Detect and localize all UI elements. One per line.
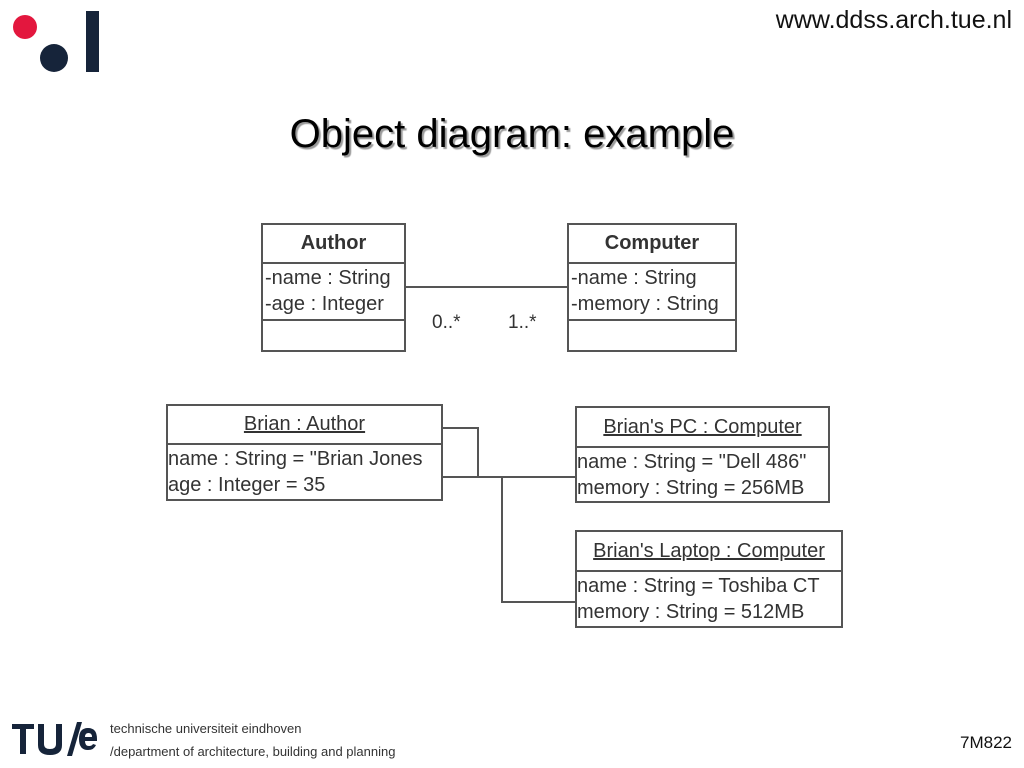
object-brians-pc-name: Brian's PC : Computer: [577, 408, 828, 448]
site-url[interactable]: www.ddss.arch.tue.nl: [775, 6, 1012, 34]
university-name: technische universiteit eindhoven: [110, 721, 302, 736]
attribute: -name : String: [265, 267, 391, 289]
object-brian: Brian : Author name : String = "Brian Jo…: [166, 404, 443, 501]
class-author-name: Author: [263, 225, 404, 264]
logo-navy-bar: [86, 11, 99, 72]
attribute: memory : String = 512MB: [577, 601, 805, 623]
class-computer: Computer -name : String -memory : String: [567, 223, 737, 352]
class-computer-name: Computer: [569, 225, 735, 264]
object-brians-pc: Brian's PC : Computer name : String = "D…: [575, 406, 830, 503]
department-name: /department of architecture, building an…: [110, 744, 396, 759]
attribute: -memory : String: [571, 293, 719, 315]
object-brians-laptop: Brian's Laptop : Computer name : String …: [575, 530, 843, 628]
object-brian-name: Brian : Author: [168, 406, 441, 445]
object-brians-pc-attributes: name : String = "Dell 486" memory : Stri…: [577, 448, 828, 502]
link-brian-laptop: [441, 476, 575, 603]
attribute: -age : Integer: [265, 293, 384, 315]
slide-code: 7M822: [960, 733, 1012, 752]
attribute: age : Integer = 35: [168, 474, 326, 496]
class-author-attributes: -name : String -age : Integer: [263, 264, 404, 321]
link-brian-pc: [441, 427, 575, 478]
logo-red-dot: [13, 15, 37, 39]
object-brian-attributes: name : String = "Brian Jones age : Integ…: [168, 445, 441, 499]
class-computer-attributes: -name : String -memory : String: [569, 264, 735, 321]
attribute: memory : String = 256MB: [577, 477, 805, 499]
object-brians-laptop-attributes: name : String = Toshiba CT memory : Stri…: [577, 572, 841, 626]
attribute: name : String = "Brian Jones: [168, 448, 423, 470]
attribute: -name : String: [571, 267, 697, 289]
tue-wordmark-logo: [12, 722, 97, 756]
multiplicity-computer: 1..*: [508, 312, 537, 333]
slide-title: Object diagram: example: [289, 112, 735, 156]
attribute: name : String = Toshiba CT: [577, 575, 820, 597]
multiplicity-author: 0..*: [432, 312, 461, 333]
university-logo-mark: [13, 11, 99, 72]
attribute: name : String = "Dell 486": [577, 451, 807, 473]
class-author: Author -name : String -age : Integer: [261, 223, 406, 352]
object-brians-laptop-name: Brian's Laptop : Computer: [577, 532, 841, 572]
logo-navy-dot: [40, 44, 68, 72]
